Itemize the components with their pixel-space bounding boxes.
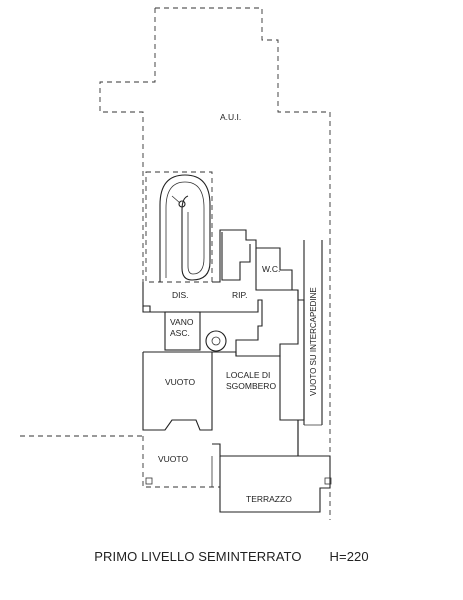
rip-wall <box>221 232 251 281</box>
ramp-arrow-icon <box>171 195 181 204</box>
wc-walls <box>255 248 305 456</box>
wc-label: W.C. <box>262 264 280 274</box>
ramp-inner-line <box>165 181 205 278</box>
pillar-right-icon <box>324 477 332 485</box>
plan-title: PRIMO LIVELLO SEMINTERRATO <box>94 549 302 564</box>
vano-label-line1: VANO <box>170 317 194 327</box>
vuoto-lower-boundary <box>142 436 220 488</box>
locale-label-line2: SGOMBERO <box>226 381 276 391</box>
spiral-stair-icon <box>205 330 227 352</box>
main-wall-outline <box>142 229 299 357</box>
locale-label-line1: LOCALE DI <box>226 370 270 380</box>
aui-boundary-right <box>155 7 331 240</box>
terrazzo-walls <box>219 455 331 513</box>
ramp-pivot-icon <box>178 200 186 208</box>
elevator-shaft <box>164 311 201 351</box>
vuoto-upper-label: VUOTO <box>165 377 195 387</box>
spiral-stair-core <box>211 336 221 346</box>
terrazzo-label: TERRAZZO <box>246 494 292 504</box>
plan-caption: PRIMO LIVELLO SEMINTERRATO H=220 <box>0 549 463 564</box>
aui-boundary <box>99 8 156 292</box>
vano-label-line2: ASC. <box>170 328 190 338</box>
rip-label: RIP. <box>232 290 247 300</box>
intercapedine-label: VUOTO SU INTERCAPEDINE <box>309 287 318 396</box>
vuoto-lower-label: VUOTO <box>158 454 188 464</box>
aui-label: A.U.I. <box>220 112 241 122</box>
ramp-enclosure <box>145 171 213 283</box>
dis-wall <box>142 306 164 313</box>
vuoto-upper-walls <box>142 351 213 431</box>
dis-label: DIS. <box>172 290 189 300</box>
spiral-ramp <box>159 174 211 282</box>
locale-walls <box>212 351 299 457</box>
pillar-left-icon <box>145 477 153 485</box>
plan-height: H=220 <box>329 549 369 564</box>
